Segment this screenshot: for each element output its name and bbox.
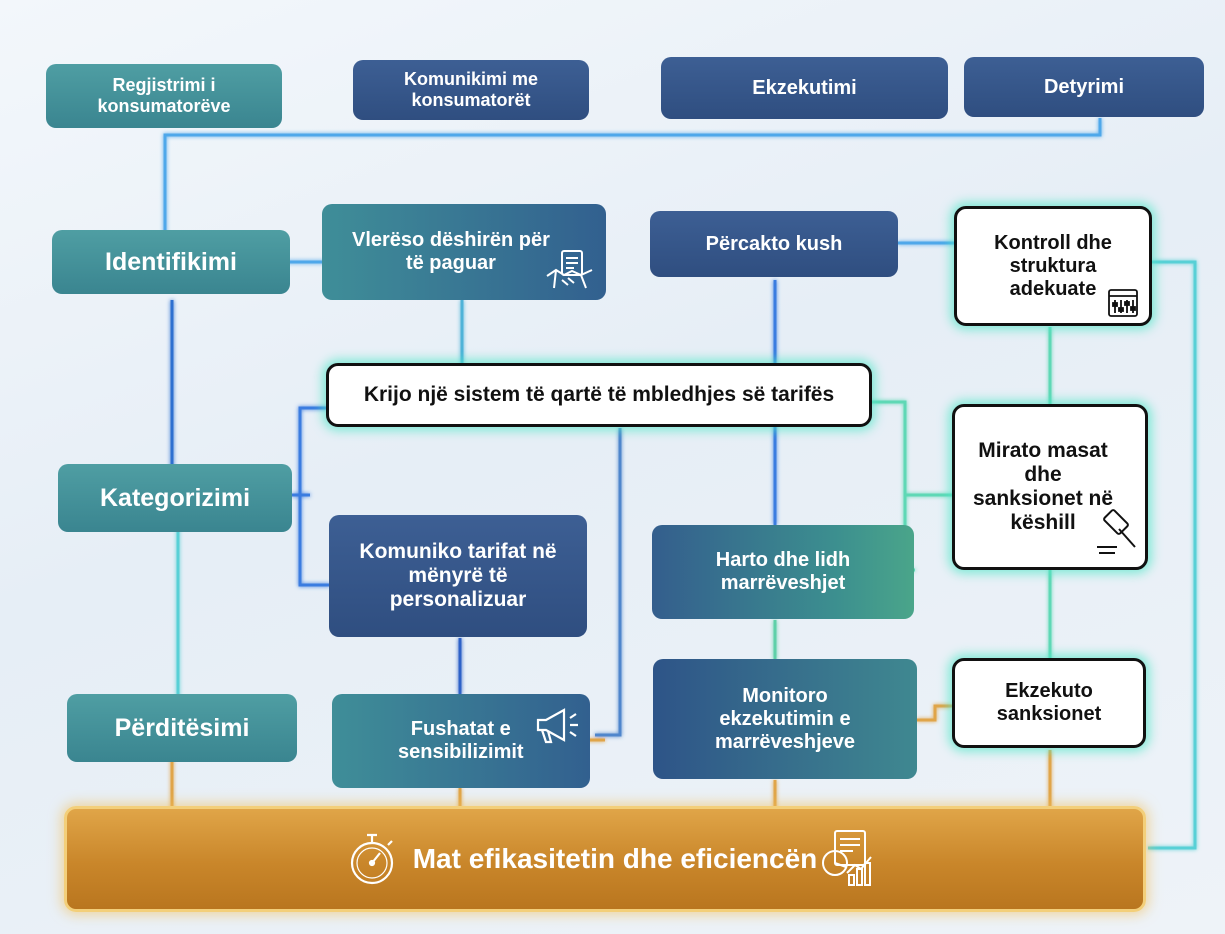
determine-who-label: Përcakto kush: [705, 232, 843, 255]
measure-efficiency-label: Mat efikasitetin dhe eficiencën: [412, 842, 818, 874]
approve-sanctions-box: Mirato masat dhe sanksionet në këshill: [952, 404, 1148, 570]
control-structure-box: Kontroll dhe struktura adekuate: [954, 206, 1152, 326]
header-registration: Regjistrimi i konsumatorëve: [46, 64, 282, 128]
monitor-execution-box: Monitoro ekzekutimin e marrëveshjeve: [653, 659, 917, 779]
header-obligation: Detyrimi: [964, 57, 1204, 117]
willingness-to-pay-label: Vlerëso dëshirën për të paguar: [352, 229, 550, 274]
awareness-campaigns-box: Fushatat e sensibilizimit: [332, 694, 590, 788]
header-communication-label: Komunikimi me konsumatorët: [403, 69, 539, 110]
measure-efficiency-bar: Mat efikasitetin dhe eficiencën: [64, 806, 1146, 912]
approve-sanctions-label: Mirato masat dhe sanksionet në këshill: [973, 438, 1114, 535]
fee-collection-system-label: Krijo një sistem të qartë të mbledhjes s…: [363, 382, 835, 406]
personalized-tariffs-box: Komuniko tarifat në mënyrë të personaliz…: [329, 515, 587, 637]
stage-identification-label: Identifikimi: [105, 247, 237, 276]
header-obligation-label: Detyrimi: [1043, 75, 1125, 98]
monitor-execution-label: Monitoro ekzekutimin e marrëveshjeve: [714, 684, 856, 753]
fee-collection-system-box: Krijo një sistem të qartë të mbledhjes s…: [326, 363, 872, 427]
header-communication: Komunikimi me konsumatorët: [353, 60, 589, 120]
handshake-icon: [544, 248, 596, 300]
stage-categorization-label: Kategorizimi: [99, 483, 251, 512]
megaphone-icon: [532, 704, 584, 754]
personalized-tariffs-label: Komuniko tarifat në mënyrë të personaliz…: [359, 539, 557, 612]
report-chart-icon: [819, 829, 875, 896]
stage-update-label: Përditësimi: [114, 713, 250, 742]
agreements-box: Harto dhe lidh marrëveshjet: [652, 525, 914, 619]
stage-categorization: Kategorizimi: [58, 464, 292, 532]
header-execution-label: Ekzekutimi: [752, 76, 857, 99]
settings-panel-icon: [1107, 287, 1139, 325]
control-structure-label: Kontroll dhe struktura adekuate: [994, 231, 1112, 300]
header-registration-label: Regjistrimi i konsumatorëve: [97, 75, 231, 116]
gavel-icon: [1095, 507, 1139, 561]
stage-update: Përditësimi: [67, 694, 297, 762]
header-execution: Ekzekutimi: [661, 57, 948, 119]
stopwatch-icon: [347, 831, 397, 894]
agreements-label: Harto dhe lidh marrëveshjet: [715, 549, 851, 594]
determine-who-box: Përcakto kush: [650, 211, 898, 277]
enforce-sanctions-box: Ekzekuto sanksionet: [952, 658, 1146, 748]
awareness-campaigns-label: Fushatat e sensibilizimit: [398, 718, 524, 763]
enforce-sanctions-label: Ekzekuto sanksionet: [996, 680, 1102, 725]
willingness-to-pay-box: Vlerëso dëshirën për të paguar: [322, 204, 606, 300]
stage-identification: Identifikimi: [52, 230, 290, 294]
